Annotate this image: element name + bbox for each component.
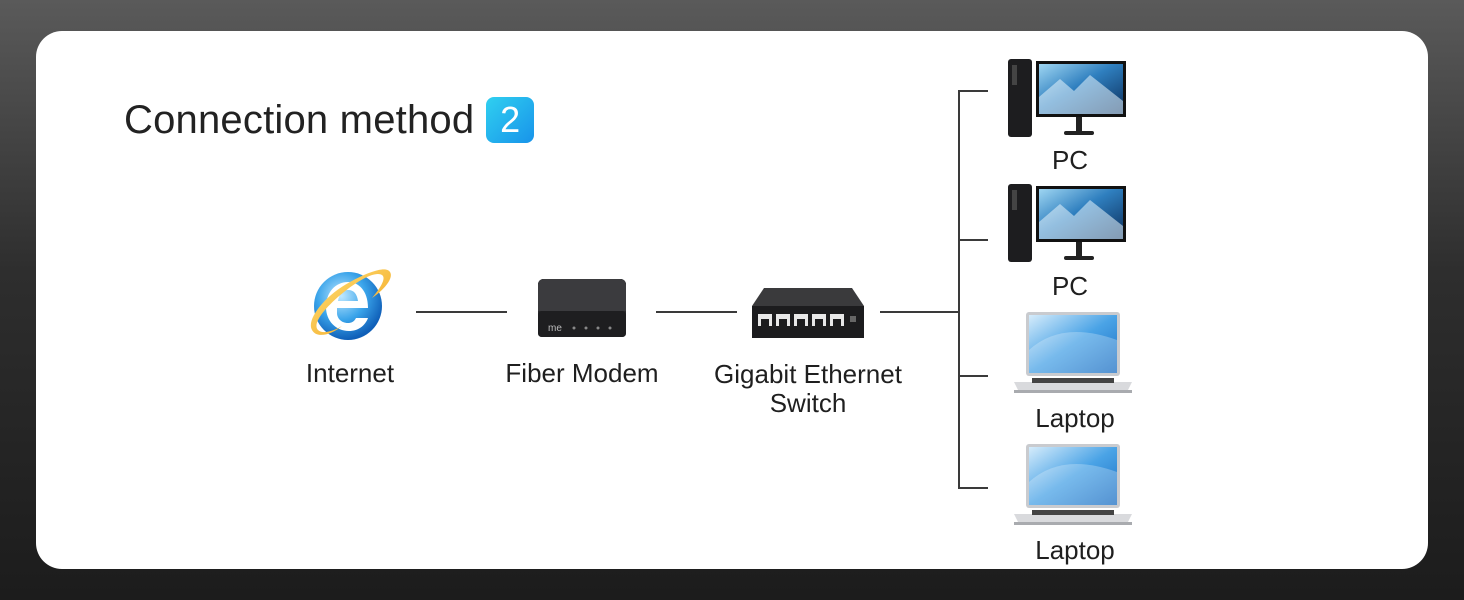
desktop-pc-icon	[1008, 184, 1126, 262]
pc-node	[1008, 57, 1126, 139]
connector-branch-laptop-1	[958, 375, 988, 377]
laptop-node	[1012, 310, 1134, 396]
connector-vertical-bus	[958, 90, 960, 489]
ethernet-switch-label: Gigabit Ethernet Switch	[698, 360, 918, 418]
connector-branch-pc-1	[958, 90, 988, 92]
internet-label: Internet	[305, 358, 395, 388]
svg-text:me: me	[548, 323, 562, 334]
page-title: Connection method 2	[124, 96, 535, 144]
connector-internet-modem	[416, 311, 507, 313]
laptop-label: Laptop	[1035, 535, 1115, 565]
laptop-node	[1012, 442, 1134, 528]
fiber-modem-label: Fiber Modem	[505, 358, 659, 388]
step-badge: 2	[486, 97, 535, 143]
pc-label: PC	[1051, 271, 1089, 301]
connector-branch-laptop-2	[958, 487, 988, 489]
pc-label: PC	[1051, 145, 1089, 175]
fiber-modem-node: me	[534, 275, 630, 341]
laptop-icon	[1014, 312, 1132, 393]
ethernet-switch-label-line1: Gigabit Ethernet	[714, 359, 902, 389]
ethernet-switch-label-line2: Switch	[769, 388, 847, 418]
fiber-modem-icon: me	[538, 279, 626, 337]
internet-node	[304, 260, 392, 346]
title-text: Connection method	[124, 97, 475, 142]
connector-modem-switch	[656, 311, 737, 313]
connector-branch-pc-2	[958, 239, 988, 241]
pc-node	[1008, 182, 1126, 264]
desktop-pc-icon	[1008, 59, 1126, 137]
connector-switch-trunk	[880, 311, 959, 313]
network-switch-icon	[752, 288, 864, 338]
diagram-card	[36, 31, 1428, 569]
laptop-icon	[1014, 444, 1132, 525]
internet-explorer-icon	[310, 269, 391, 340]
laptop-label: Laptop	[1035, 403, 1115, 433]
ethernet-switch-node	[750, 286, 866, 340]
